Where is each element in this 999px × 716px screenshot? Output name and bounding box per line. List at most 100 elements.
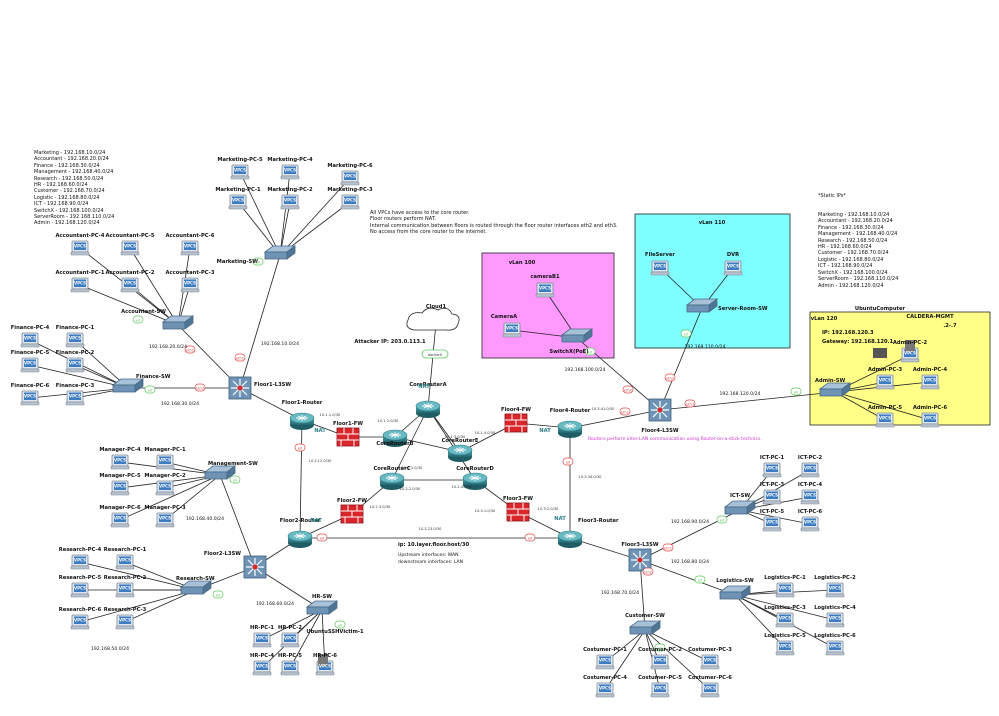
floor4-router-icon[interactable] bbox=[557, 420, 583, 439]
subnet-label: 192.168.10.0/24 bbox=[261, 341, 299, 347]
vpcs-badge: VPCS bbox=[704, 686, 716, 691]
port-label: e0 bbox=[338, 624, 343, 628]
pc-label: Manager-PC-6 bbox=[99, 505, 141, 511]
port-badge bbox=[584, 347, 596, 356]
caldera-icon[interactable] bbox=[905, 340, 915, 352]
network-link bbox=[299, 419, 303, 539]
vpcs-badge: VPCS bbox=[159, 516, 171, 521]
router-on-stick-note: Routers perform inter-LAN communication … bbox=[588, 436, 762, 442]
floor2-router-icon[interactable] bbox=[287, 530, 313, 549]
nat-label: NAT bbox=[310, 518, 322, 524]
pc-label: Admin-PC-2 bbox=[893, 340, 928, 346]
vpcs-badge: VPCS bbox=[114, 458, 126, 463]
pc-label: Logistics-PC-1 bbox=[764, 575, 806, 581]
vpcs-badge: VPCS bbox=[779, 586, 791, 591]
pc-label: Finance-PC-2 bbox=[56, 350, 95, 356]
vpcs-badge: VPCS bbox=[654, 686, 666, 691]
research-switch-icon[interactable] bbox=[180, 580, 212, 595]
vpcs-badge: VPCS bbox=[124, 281, 136, 286]
floor4-firewall-icon[interactable] bbox=[504, 413, 528, 433]
floor4-l3-switch-icon[interactable] bbox=[648, 398, 672, 422]
port-badge bbox=[194, 383, 206, 392]
network-link bbox=[79, 589, 197, 623]
link-ip-label: 10.3.12.0/30 bbox=[309, 459, 333, 463]
cloud-icon[interactable] bbox=[406, 307, 460, 331]
logistics-switch-icon[interactable] bbox=[719, 585, 751, 600]
vpcs-badge: VPCS bbox=[24, 394, 36, 399]
switchx-switch-label: SwitchX(PoE) bbox=[549, 349, 588, 355]
floor1-router-icon[interactable] bbox=[289, 412, 315, 431]
subnet-line: HR - 192.168.60.0/24 bbox=[34, 182, 88, 189]
caldera-label: CALDERA-MGMT bbox=[906, 314, 954, 320]
pc-label: Logistics-PC-6 bbox=[814, 633, 856, 639]
vlan-120-area bbox=[809, 311, 991, 426]
network-link bbox=[427, 407, 476, 481]
subnet-label: 192.168.100.0/24 bbox=[564, 367, 605, 373]
port-label: e0 bbox=[720, 519, 725, 523]
floor1-firewall-icon[interactable] bbox=[336, 427, 360, 447]
vpcs-badge: VPCS bbox=[74, 558, 86, 563]
subnet-line: Admin - 192.168.120.0/24 bbox=[34, 220, 100, 227]
floor2-router-label: Floor2-Router bbox=[280, 518, 321, 524]
static-ip-line: Management - 192.168.40.0/24 bbox=[818, 231, 898, 238]
port-badge bbox=[524, 533, 536, 542]
vpcs-badge: VPCS bbox=[879, 378, 891, 383]
customer-switch-icon[interactable] bbox=[629, 620, 661, 635]
floor1-l3-switch-icon[interactable] bbox=[228, 376, 252, 400]
vpcs-badge: VPCS bbox=[184, 244, 196, 249]
floor3-firewall-icon[interactable] bbox=[506, 502, 530, 522]
accountant-switch-icon[interactable] bbox=[162, 315, 194, 330]
subnet-line: ServerRoom - 192.168.110.0/24 bbox=[34, 214, 115, 221]
port-badge bbox=[234, 353, 246, 362]
ict-switch-label: ICT-SW bbox=[730, 493, 750, 499]
port-label: e0 bbox=[256, 261, 261, 265]
core-router-a-icon[interactable] bbox=[415, 400, 441, 419]
pc-label: HR-PC-1 bbox=[250, 625, 274, 631]
pc-label: HR-PC-6 bbox=[313, 653, 337, 659]
pc-label: Marketing-PC-4 bbox=[267, 157, 313, 163]
floor3-router-icon[interactable] bbox=[557, 530, 583, 549]
marketing-switch-icon[interactable] bbox=[264, 245, 296, 260]
link-ip-label: 10.3.41.0/30 bbox=[592, 407, 616, 411]
port-badge bbox=[212, 590, 224, 599]
static-ips-note: *Static IPs* Marketing - 192.168.10.0/24… bbox=[818, 180, 898, 295]
network-link bbox=[639, 559, 736, 596]
policy-line: Internal communication between floors is… bbox=[370, 222, 618, 229]
floor4-firewall-label: Floor4-FW bbox=[501, 407, 531, 413]
vlan-110-area-title: vLan 110 bbox=[699, 220, 726, 226]
static-ip-line: ServerRoom - 192.168.110.0/24 bbox=[818, 276, 899, 283]
network-link bbox=[734, 594, 836, 621]
port-label: eth1 bbox=[621, 411, 629, 415]
port-badge bbox=[144, 385, 156, 394]
port-label: e0 bbox=[528, 537, 533, 541]
pc-label: Research-PC-4 bbox=[59, 547, 102, 553]
port-label: eth1 bbox=[236, 357, 244, 361]
vpcs-badge: VPCS bbox=[804, 493, 816, 498]
ubuntu-computer-icon[interactable] bbox=[873, 348, 887, 358]
pc-label: Finance-PC-1 bbox=[56, 325, 95, 331]
pc-label: Finance-PC-5 bbox=[11, 350, 50, 356]
network-link bbox=[239, 171, 281, 256]
port-badge bbox=[334, 620, 346, 629]
camera-a-label: CameraA bbox=[491, 314, 517, 320]
static-ip-line: SwitchX - 192.168.100.0/24 bbox=[818, 269, 888, 276]
finance-switch-icon[interactable] bbox=[112, 378, 144, 393]
port-badge bbox=[622, 385, 634, 394]
port-label: eth2 bbox=[186, 349, 194, 353]
vpcs-badge: VPCS bbox=[829, 644, 841, 649]
nat-label: NAT bbox=[418, 384, 430, 390]
vpcs-badge: VPCS bbox=[119, 558, 131, 563]
floor2-l3-switch-icon[interactable] bbox=[243, 555, 267, 579]
floor2-firewall-icon[interactable] bbox=[340, 504, 364, 524]
pc-label: Costumer-PC-3 bbox=[688, 647, 732, 653]
subnet-label: 192.168.90.0/24 bbox=[671, 519, 709, 525]
ubuntu-ssh-icon[interactable] bbox=[318, 654, 328, 666]
subnet-label: 192.168.80.0/24 bbox=[671, 559, 709, 565]
vpcs-badge: VPCS bbox=[159, 484, 171, 489]
docker0-port bbox=[421, 349, 449, 359]
admin-switch-label: Admin-SW bbox=[815, 378, 845, 384]
link-ip-label: 10.1.1.0/30 bbox=[320, 413, 341, 417]
vpcs-badge: VPCS bbox=[74, 244, 86, 249]
research-switch-label: Research-SW bbox=[176, 576, 215, 582]
core-router-e-icon[interactable] bbox=[447, 444, 473, 463]
